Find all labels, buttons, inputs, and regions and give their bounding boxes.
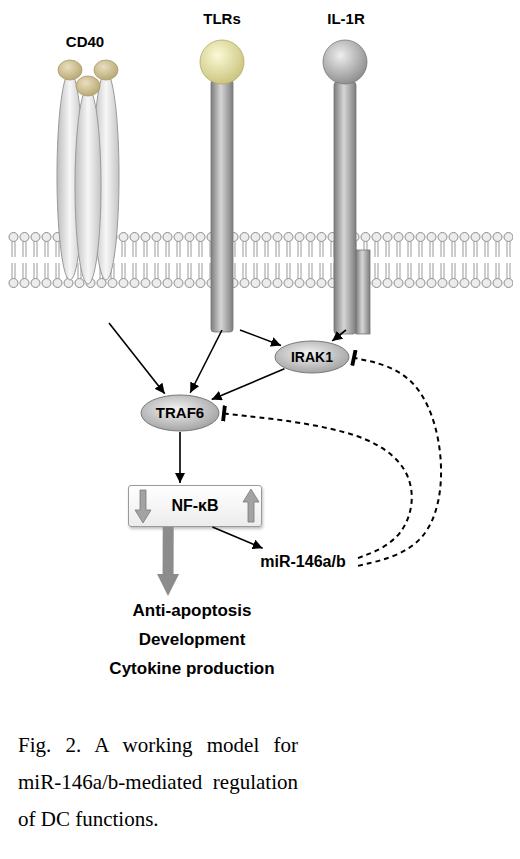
receptor-chain — [75, 88, 101, 284]
node-label-box: CD40 — [45, 33, 125, 323]
figure-caption: Fig. 2. A working model for miR-146a/b-m… — [18, 727, 298, 838]
node-label: miR-146a/b — [260, 552, 345, 572]
inhibition-connector — [224, 413, 412, 558]
inhibition-connector — [354, 358, 441, 566]
node-label-box: miR-146a/b — [248, 549, 358, 575]
node-label: TLRs — [203, 10, 241, 28]
receptor-stem — [211, 80, 233, 332]
node-label: Development — [139, 625, 246, 654]
activation-arrow — [179, 432, 181, 483]
receptor-stem — [334, 82, 356, 334]
ligand-domain — [76, 76, 100, 96]
activation-arrow — [240, 330, 281, 345]
activation-arrow — [212, 527, 262, 548]
receptor-head — [323, 40, 367, 84]
node-label: IL-1R — [327, 10, 365, 28]
node-text: TRAF6 — [156, 404, 204, 422]
decrease-arrow — [135, 490, 151, 523]
node-label-box: TLRs — [192, 10, 252, 330]
node-label-box: Anti-apoptosisDevelopmentCytokine produc… — [92, 596, 292, 688]
protein-oval: IRAK1 — [274, 340, 350, 374]
node-label: CD40 — [66, 33, 104, 51]
ligand-domain — [58, 60, 82, 80]
factor-box: NF-κB — [128, 485, 262, 527]
node-label: Cytokine production — [109, 654, 274, 683]
ligand-domain — [94, 60, 118, 80]
protein-oval: TRAF6 — [140, 394, 220, 432]
node-label: Anti-apoptosis — [133, 596, 252, 625]
receptor-head — [200, 40, 244, 84]
node-text: NF-κB — [171, 496, 218, 516]
protein-oval-shape — [275, 341, 349, 373]
activation-arrow — [332, 330, 346, 341]
protein-oval-shape — [141, 395, 219, 431]
increase-arrow — [243, 489, 259, 522]
activation-arrow — [109, 323, 165, 394]
activation-arrow — [190, 330, 222, 393]
activation-arrow — [163, 527, 174, 574]
activation-arrow — [212, 369, 285, 400]
node-text: IRAK1 — [291, 348, 333, 366]
receptor-accessory — [356, 250, 370, 334]
node-label-box: IL-1R — [315, 10, 377, 330]
